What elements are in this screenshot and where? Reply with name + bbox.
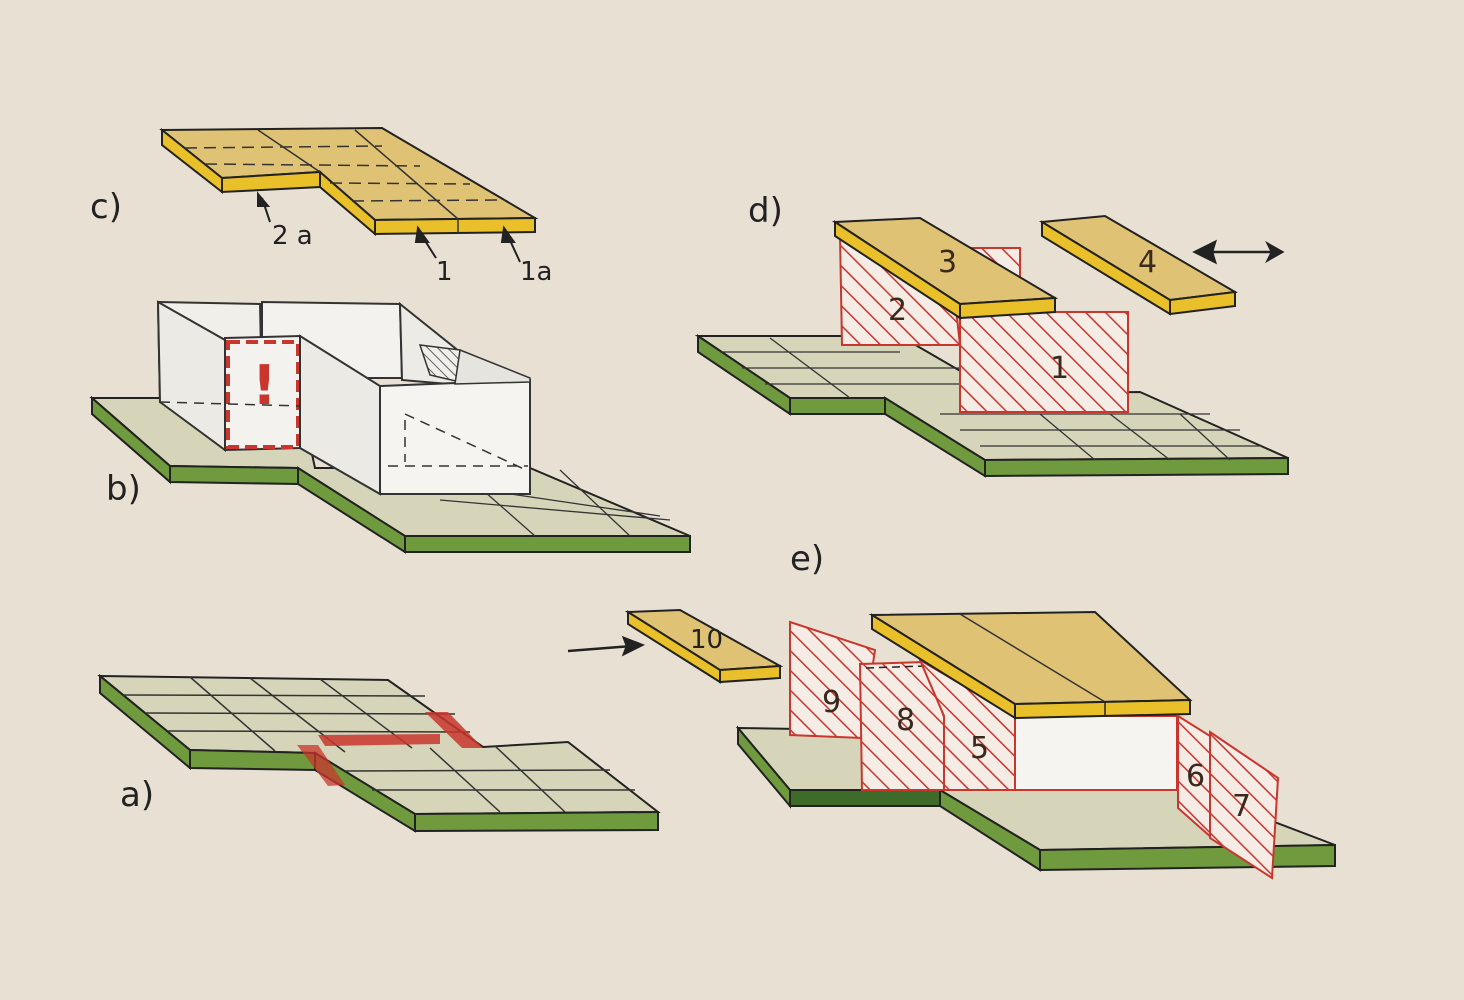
- panel-e-part-5: 5: [970, 731, 989, 766]
- panel-c-label-2a: 2 a: [272, 221, 313, 251]
- panel-e-part-9: 9: [822, 685, 841, 720]
- panel-e-part-10: 10: [690, 625, 723, 655]
- panel-e-part-6: 6: [1186, 759, 1205, 794]
- panel-e-part-7: 7: [1232, 789, 1251, 824]
- panel-e-part-8: 8: [896, 703, 915, 738]
- panel-c-label: c): [90, 187, 122, 227]
- panel-b-label: b): [106, 469, 141, 509]
- panel-d-part-2: 2: [888, 293, 907, 328]
- panel-b-walls: [89, 300, 691, 554]
- panel-d-part-3: 3: [938, 245, 957, 280]
- panel-a-label: a): [120, 775, 154, 815]
- panel-c-roof: [159, 126, 539, 263]
- panel-c-label-1: 1: [436, 257, 453, 287]
- panel-d-part-4: 4: [1138, 245, 1157, 280]
- panel-d-part-1: 1: [1050, 351, 1069, 386]
- panel-d-label: d): [748, 191, 783, 231]
- panel-e-assembly: [567, 608, 1336, 880]
- panel-d-assembly: [694, 214, 1289, 478]
- panel-b-warning-mark: !: [252, 354, 277, 417]
- panel-c-label-1a: 1a: [520, 257, 552, 287]
- panel-e-label: e): [790, 539, 824, 579]
- panel-a-slab: [97, 673, 661, 833]
